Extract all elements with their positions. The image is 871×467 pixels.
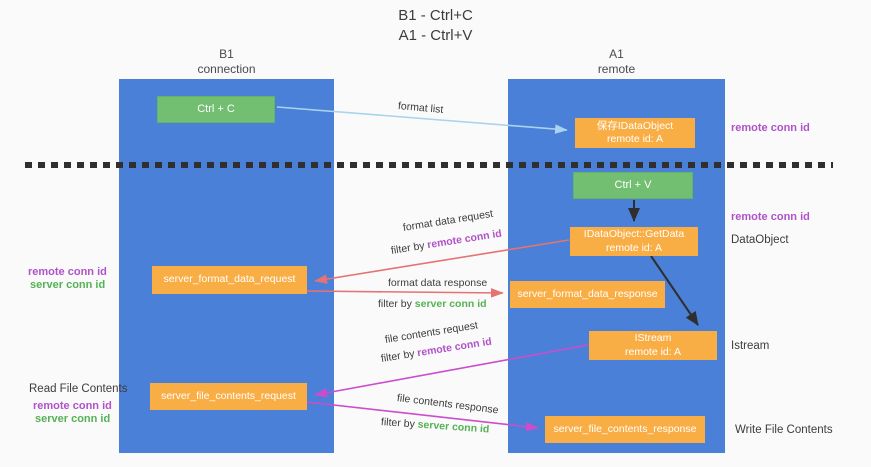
filter-by-text: filter by xyxy=(380,416,419,431)
idataobject-getdata-line2: remote id: A xyxy=(605,241,663,254)
idataobject-getdata-line1: IDataObject::GetData xyxy=(583,228,685,241)
server-file-contents-response-box: server_file_contents_response xyxy=(545,416,705,443)
format-data-response-arrow xyxy=(306,288,504,298)
lane-b1-title: B1 xyxy=(219,47,234,61)
server-format-data-response-box: server_format_data_response xyxy=(510,281,665,308)
file-contents-request-arrow xyxy=(314,344,589,398)
server-file-contents-request-label: server_file_contents_request xyxy=(161,389,296,402)
lane-a1-subtitle: remote xyxy=(597,61,636,76)
istream-line2: remote id: A xyxy=(624,345,682,358)
server-format-data-response-label: server_format_data_response xyxy=(517,287,658,300)
istream-line1: IStream xyxy=(634,332,672,345)
save-idataobject-line1: 保存IDataObject xyxy=(596,119,674,132)
ctrl-v-label: Ctrl + V xyxy=(614,178,652,191)
left-server-conn-id-format: server conn id xyxy=(30,279,106,291)
right-istream-label: Istream xyxy=(731,340,770,352)
ctrl-c-box: Ctrl + C xyxy=(157,96,275,123)
save-idataobject-line2: remote id: A xyxy=(606,133,664,145)
title-line-2: A1 - Ctrl+V xyxy=(398,26,473,44)
right-remote-conn-id-top: remote conn id xyxy=(731,122,810,134)
ctrl-v-box: Ctrl + V xyxy=(573,172,693,199)
lane-b1-subtitle: connection xyxy=(197,61,256,76)
format-data-request-arrow xyxy=(314,239,570,284)
server-format-data-request-box: server_format_data_request xyxy=(152,266,307,294)
title-line-1: B1 - Ctrl+C xyxy=(398,7,473,24)
diagram-title: B1 - Ctrl+C A1 - Ctrl+V xyxy=(0,6,871,46)
server-format-data-request-label: server_format_data_request xyxy=(163,273,296,286)
lane-header-b1-connection: B1 connection xyxy=(119,47,334,76)
left-read-file-contents-label: Read File Contents xyxy=(29,383,128,395)
left-server-conn-id-file: server conn id xyxy=(35,413,111,425)
filter-by-text: filter by xyxy=(378,298,415,310)
server-file-contents-response-label: server_file_contents_response xyxy=(553,422,697,435)
format-data-response-label: format data response xyxy=(388,277,488,289)
right-write-file-contents-label: Write File Contents xyxy=(735,424,833,436)
getdata-to-istream-arrow xyxy=(650,255,699,326)
server-conn-id-key: server conn id xyxy=(414,298,487,310)
istream-box: IStream remote id: A xyxy=(589,331,717,360)
right-remote-conn-id-mid: remote conn id xyxy=(731,211,810,223)
save-idataobject-box: 保存IDataObject remote id: A xyxy=(575,118,695,148)
lane-header-a1-remote: A1 remote xyxy=(508,47,725,76)
format-data-response-filter-label: filter by server conn id xyxy=(378,298,487,310)
format-list-arrow xyxy=(276,106,568,134)
left-remote-conn-id-file: remote conn id xyxy=(33,400,112,412)
left-remote-conn-id-format: remote conn id xyxy=(28,266,107,278)
right-dataobject-label: DataObject xyxy=(731,234,789,246)
lane-a1-title: A1 xyxy=(609,47,624,61)
server-file-contents-request-box: server_file_contents_request xyxy=(150,383,307,410)
idataobject-getdata-box: IDataObject::GetData remote id: A xyxy=(570,227,698,256)
file-contents-response-arrow xyxy=(306,401,539,432)
ctrl-c-label: Ctrl + C xyxy=(197,102,235,115)
